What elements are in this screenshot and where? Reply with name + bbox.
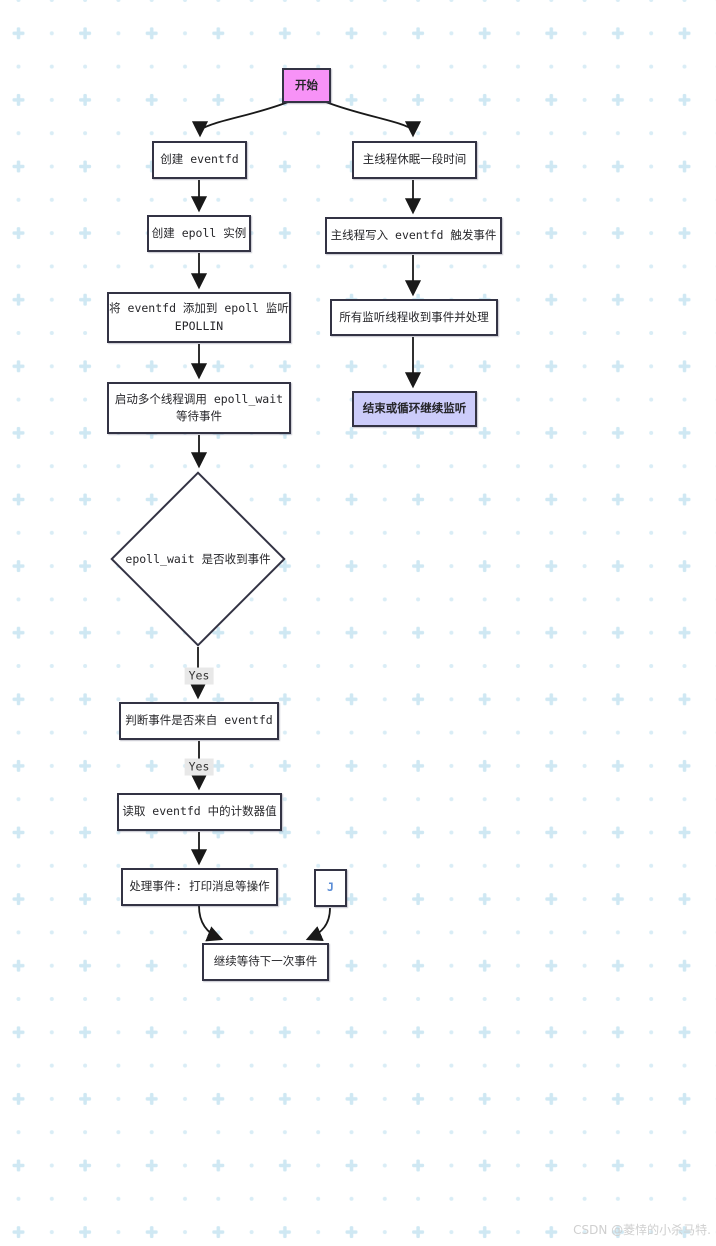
node-label: 开始 — [295, 77, 318, 92]
node-continue-waiting: 继续等待下一次事件 — [202, 943, 329, 981]
edge-label-yes-1: Yes — [184, 667, 214, 685]
decision-label: epoll_wait 是否收到事件 — [125, 552, 271, 566]
edge-node-j-to-continue — [305, 907, 331, 942]
edge-start-to-create-eventfd — [191, 101, 289, 138]
node-label: 继续等待下一次事件 — [213, 954, 318, 969]
node-label: 处理事件: 打印消息等操作 — [129, 879, 270, 894]
node-label: 创建 epoll 实例 — [151, 225, 247, 240]
node-label: EPOLLIN — [174, 318, 224, 333]
node-create-eventfd: 创建 eventfd — [152, 141, 247, 179]
node-label: 等待事件 — [176, 409, 222, 423]
csdn-watermark: CSDN @菱悻的小杀马特. — [573, 1223, 711, 1237]
node-label: 读取 eventfd 中的计数器值 — [122, 804, 277, 819]
edge-start-to-main-sleep — [325, 101, 422, 138]
edge-label-yes-2: Yes — [184, 758, 214, 776]
node-check-event-source: 判断事件是否来自 eventfd — [119, 702, 279, 740]
node-label: 主线程休眠一段时间 — [362, 152, 467, 167]
node-main-thread-write: 主线程写入 eventfd 触发事件 — [325, 217, 502, 254]
node-label: 结束或循环继续监听 — [362, 401, 467, 416]
node-label: 主线程写入 eventfd 触发事件 — [330, 227, 497, 242]
node-label: 将 eventfd 添加到 epoll 监听 — [109, 301, 289, 316]
node-end-or-loop: 结束或循环继续监听 — [352, 391, 477, 427]
node-read-counter: 读取 eventfd 中的计数器值 — [117, 793, 282, 831]
node-handle-event: 处理事件: 打印消息等操作 — [121, 868, 278, 906]
node-start-threads: 启动多个线程调用 epoll_wait 等待事件 — [107, 382, 291, 434]
node-label: 创建 eventfd — [160, 152, 239, 167]
edge-handle-event-to-continue — [198, 905, 224, 942]
node-all-threads-receive: 所有监听线程收到事件并处理 — [330, 299, 498, 336]
node-label: 启动多个线程调用 epoll_wait — [114, 391, 284, 406]
node-create-epoll-instance: 创建 epoll 实例 — [147, 215, 251, 252]
node-add-eventfd-to-epoll: 将 eventfd 添加到 epoll 监听 EPOLLIN — [107, 292, 291, 343]
node-label: 所有监听线程收到事件并处理 — [339, 309, 489, 324]
node-start: 开始 — [282, 68, 331, 103]
node-label: 判断事件是否来自 eventfd — [125, 713, 273, 728]
node-label: J — [327, 880, 334, 895]
node-main-thread-sleep: 主线程休眠一段时间 — [352, 141, 477, 179]
node-j: J — [314, 869, 347, 907]
